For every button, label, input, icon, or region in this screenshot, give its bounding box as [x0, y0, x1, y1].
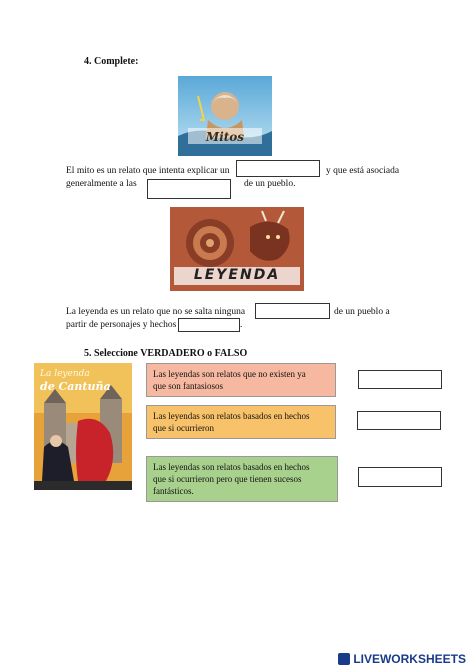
mitos-image-label: Mitos — [205, 130, 245, 144]
statement-3-line1: Las leyendas son relatos basados en hech… — [153, 462, 310, 472]
sentence1-part-d: de un pueblo. — [244, 179, 296, 189]
sentence2-part-d: . — [240, 320, 243, 330]
leyenda-image: LEYENDA — [170, 207, 304, 291]
blank-leyenda-2[interactable] — [178, 318, 240, 332]
statement-2-line1: Las leyendas son relatos basados en hech… — [153, 411, 310, 421]
sentence2-part-b: de un pueblo a — [334, 307, 390, 317]
answer-box-2[interactable] — [357, 411, 441, 430]
sentence2-part-a: La leyenda es un relato que no se salta … — [66, 307, 246, 317]
mitos-image: Mitos — [178, 76, 272, 156]
liveworksheets-logo: LIVEWORKSHEETS — [338, 652, 466, 666]
blank-mito-2[interactable] — [147, 179, 231, 199]
sentence2-part-c: partir de personajes y hechos — [66, 320, 177, 330]
liveworksheets-brand: LIVEWORKSHEETS — [353, 652, 466, 666]
sentence1-part-b: y que está asociada — [326, 166, 400, 176]
statement-1-line2: que son fantasiosos — [153, 381, 223, 391]
leyenda-image-label: LEYENDA — [193, 267, 281, 283]
blank-mito-1[interactable] — [236, 160, 320, 177]
statement-3-line2: que si ocurrieron pero que tienen suceso… — [153, 474, 302, 484]
liveworksheets-icon — [338, 653, 351, 665]
section-5-title: 5. Seleccione VERDADERO o FALSO — [84, 348, 248, 359]
sentence1-part-c: generalmente a las — [66, 179, 137, 189]
statement-1-line1: Las leyendas son relatos que no existen … — [153, 369, 306, 379]
statement-2-line2: que si ocurrieron — [153, 423, 214, 433]
answer-box-3[interactable] — [358, 467, 442, 487]
statement-3-line3: fantásticos. — [153, 486, 194, 496]
poster-title-line1: La leyenda — [40, 369, 90, 379]
statement-card-1: Las leyendas son relatos que no existen … — [146, 363, 336, 397]
answer-box-1[interactable] — [358, 370, 442, 389]
section-4-title: 4. Complete: — [84, 56, 139, 67]
statement-card-2: Las leyendas son relatos basados en hech… — [146, 405, 336, 439]
cantuna-poster-image: La leyenda de Cantuña — [34, 363, 132, 490]
sentence1-part-a: El mito es un relato que intenta explica… — [66, 166, 230, 176]
poster-title-line2: de Cantuña — [40, 380, 111, 393]
blank-leyenda-1[interactable] — [255, 303, 330, 319]
statement-card-3: Las leyendas son relatos basados en hech… — [146, 456, 338, 502]
